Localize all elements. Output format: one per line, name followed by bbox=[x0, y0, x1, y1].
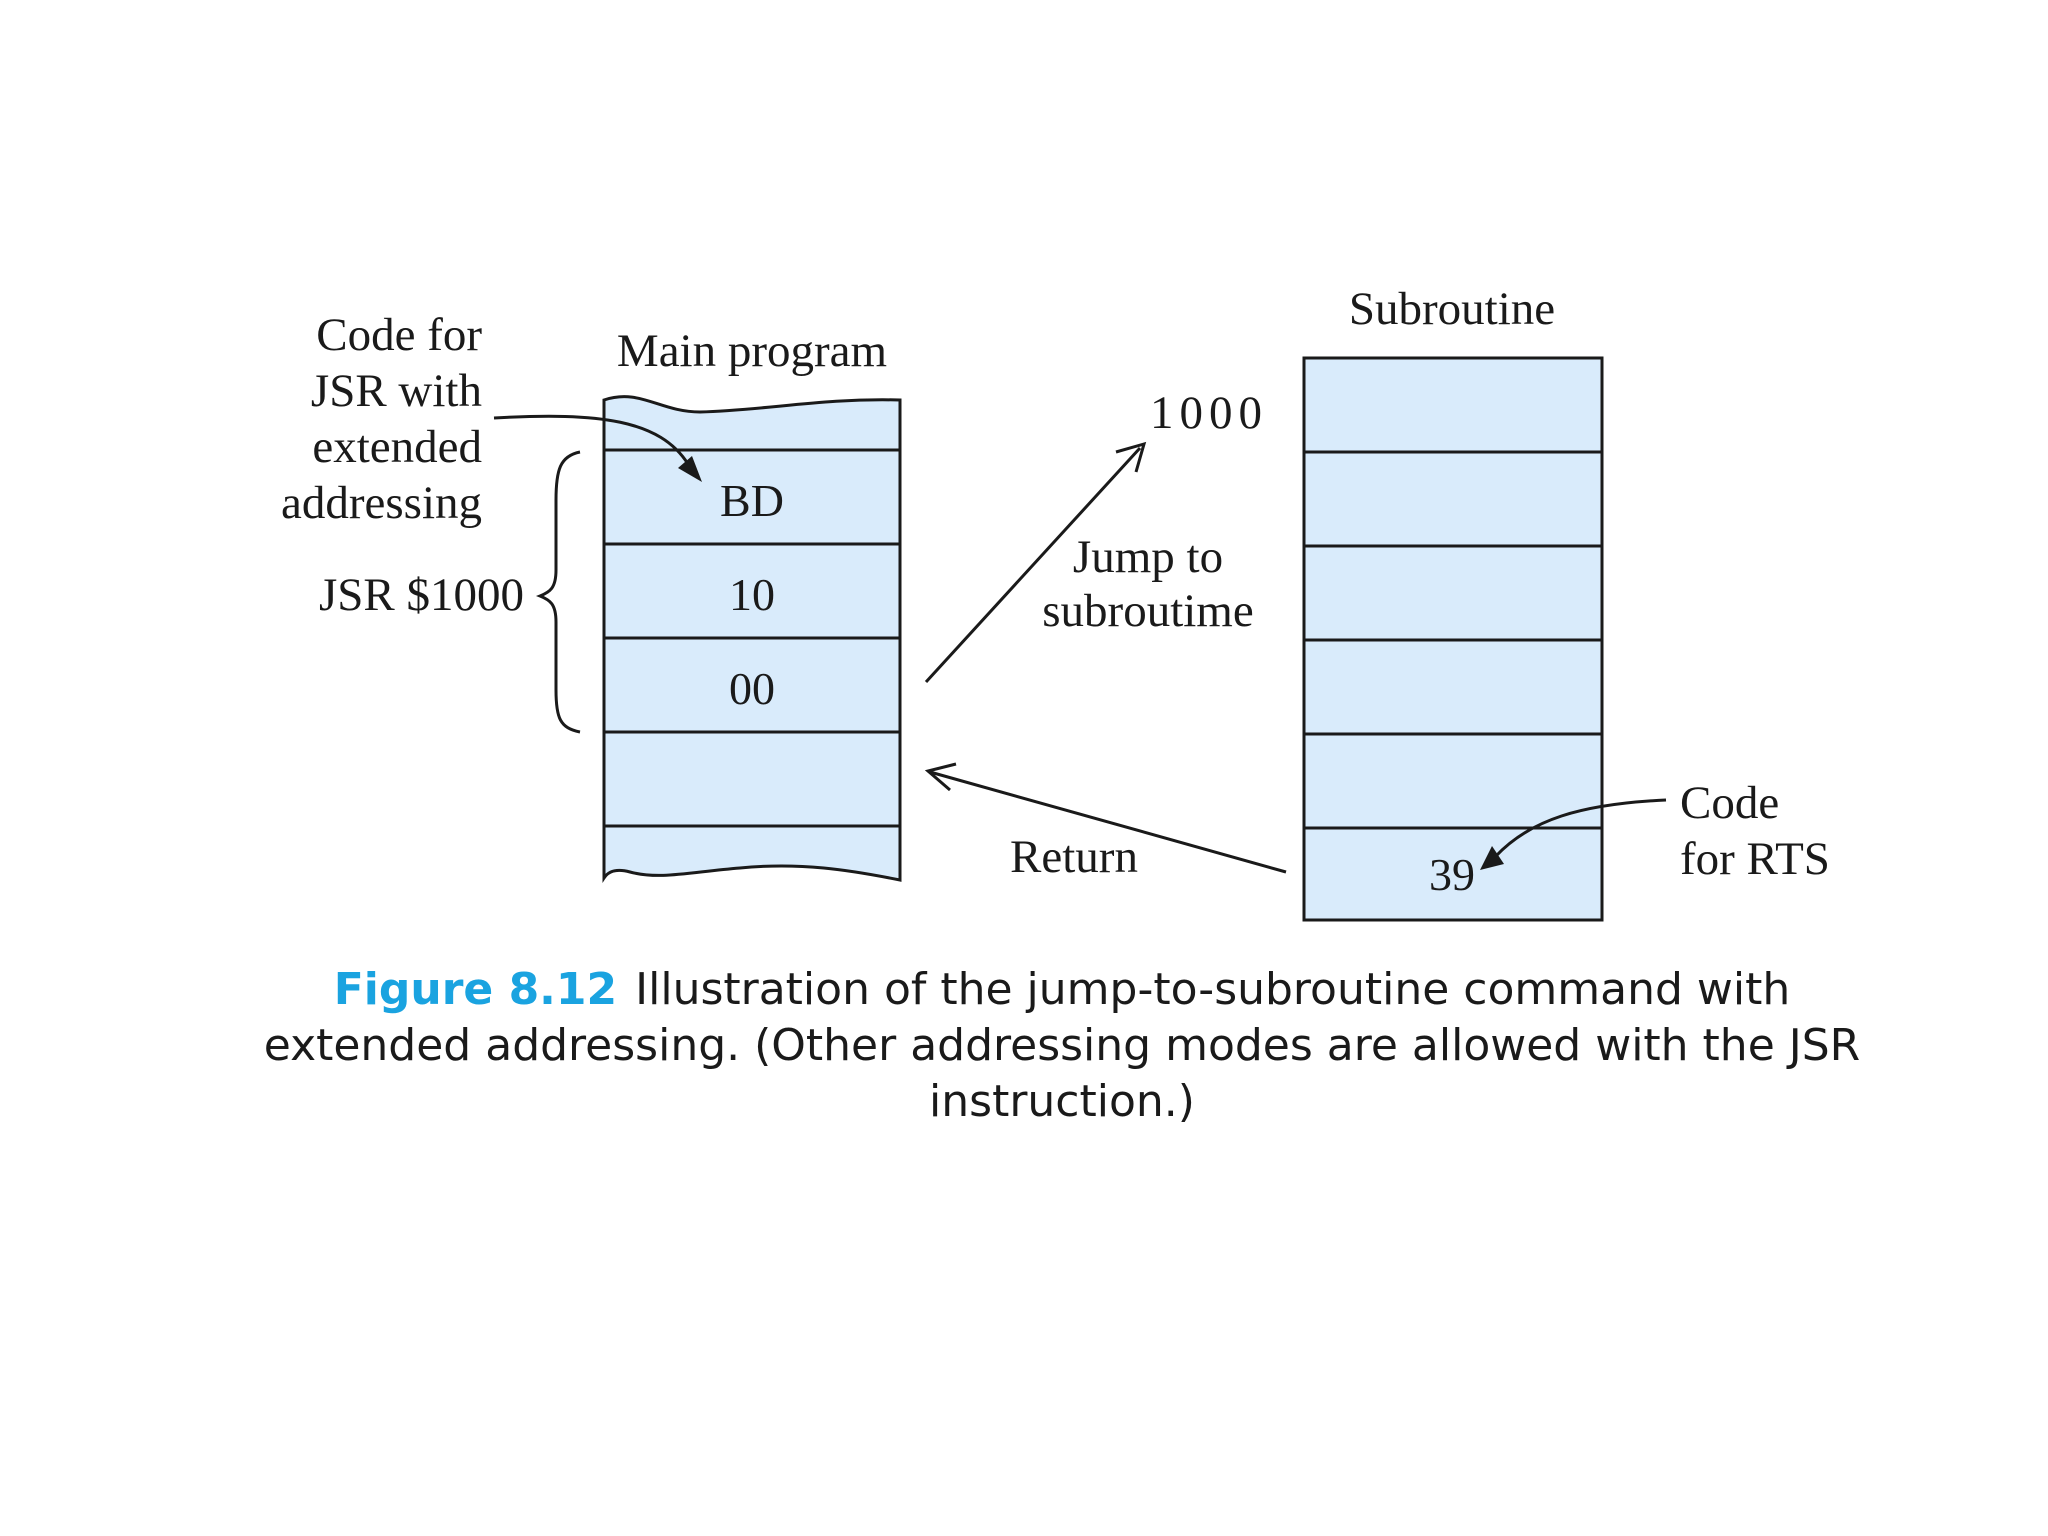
rts-arrow bbox=[1494, 798, 1667, 858]
figure-number: Figure 8.12 bbox=[333, 964, 618, 1015]
subroutine-cell-39: 39 bbox=[1429, 849, 1475, 900]
main-program-block bbox=[602, 395, 902, 883]
jsr-code-label-line3: extended bbox=[312, 421, 482, 473]
jump-arrowhead bbox=[1115, 441, 1147, 473]
jump-arrow bbox=[924, 446, 1142, 684]
jsr-code-label-line1: Code for bbox=[316, 309, 482, 361]
return-arrowhead bbox=[924, 762, 957, 792]
return-arrow bbox=[929, 770, 1287, 874]
rts-arrowhead bbox=[1480, 846, 1504, 870]
main-cell-bd: BD bbox=[720, 475, 784, 526]
jsr-code-arrowhead bbox=[678, 456, 702, 482]
main-cell-00: 00 bbox=[729, 663, 775, 714]
jsr-instruction-label: JSR $1000 bbox=[319, 569, 524, 621]
jump-label-line1: Jump to bbox=[1073, 531, 1223, 583]
subroutine-block bbox=[1302, 356, 1604, 922]
figure-caption-text: Illustration of the jump-to-subroutine c… bbox=[263, 964, 1861, 1127]
jsr-code-label-line4: addressing bbox=[281, 477, 482, 529]
main-program-title: Main program bbox=[617, 325, 887, 377]
rts-label-line2: for RTS bbox=[1680, 833, 1830, 885]
rts-label-line1: Code bbox=[1680, 777, 1779, 829]
subroutine-title: Subroutine bbox=[1349, 283, 1555, 335]
jsr-code-label-line2: JSR with bbox=[311, 365, 482, 417]
main-cell-10: 10 bbox=[729, 569, 775, 620]
jsr-code-arrow bbox=[493, 414, 690, 465]
return-label: Return bbox=[1010, 831, 1138, 883]
subroutine-address-label: 1000 bbox=[1150, 387, 1268, 439]
jump-label-line2: subroutime bbox=[1042, 585, 1253, 637]
jsr-brace bbox=[535, 450, 581, 734]
